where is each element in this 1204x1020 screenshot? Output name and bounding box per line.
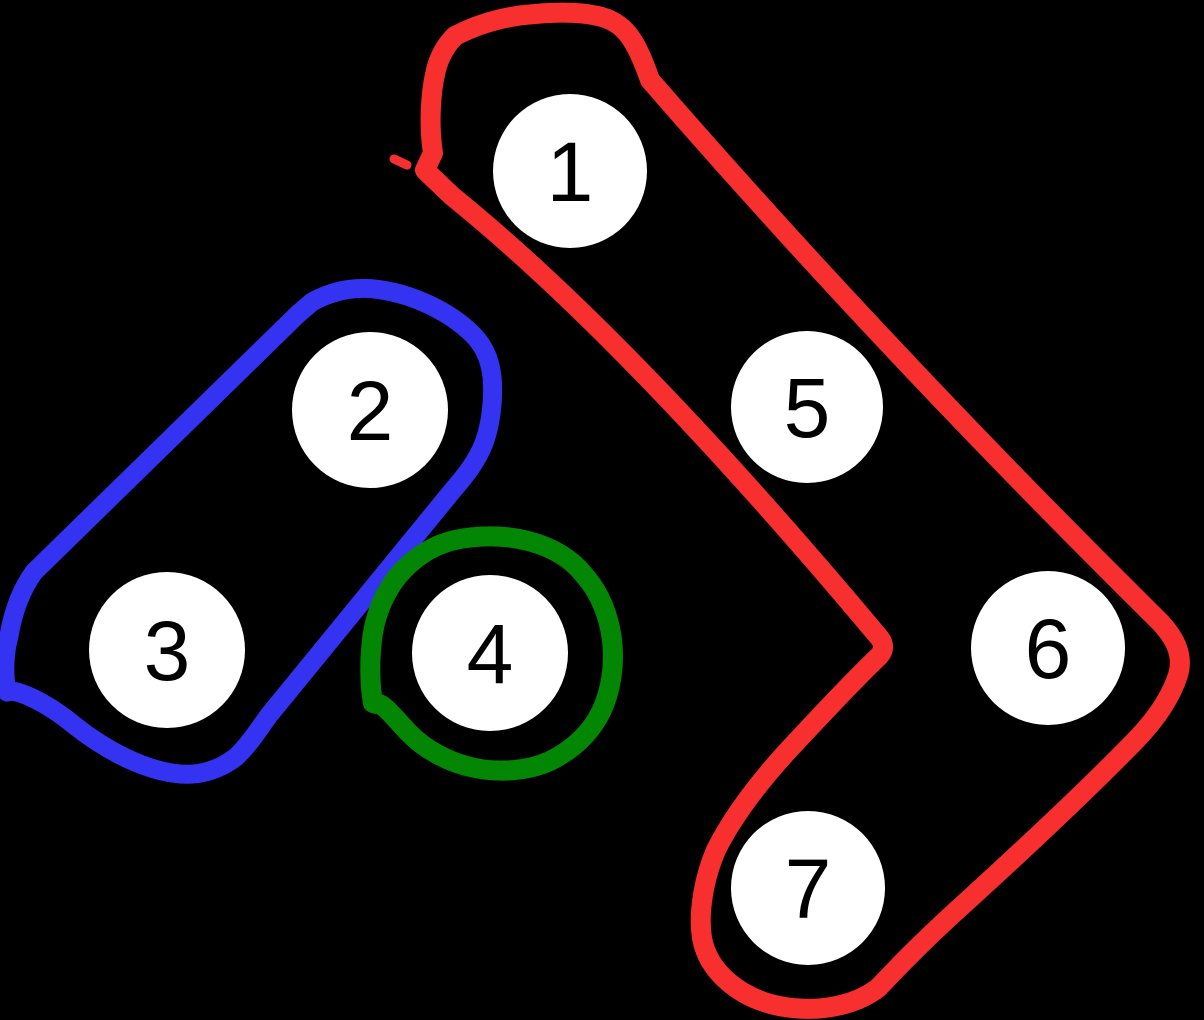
node-5-label: 5 (784, 361, 831, 455)
green-group-outline (360, 526, 623, 781)
node-2: 2 (292, 332, 448, 488)
node-2-label: 2 (347, 364, 394, 458)
node-6-label: 6 (1025, 602, 1072, 696)
node-2-circle (292, 332, 448, 488)
red-group-outline (415, 2, 1190, 1019)
node-1-circle (493, 94, 647, 248)
node-3-circle (89, 572, 245, 728)
node-1-label: 1 (547, 125, 594, 219)
node-6-circle (971, 571, 1125, 725)
node-6: 6 (971, 571, 1125, 725)
node-7-circle (731, 811, 885, 965)
node-5-circle (731, 331, 883, 483)
node-3: 3 (89, 572, 245, 728)
node-7-label: 7 (785, 842, 832, 936)
node-3-label: 3 (144, 604, 191, 698)
red-stray-mark (389, 154, 412, 170)
node-4-circle (412, 575, 568, 731)
node-4: 4 (412, 575, 568, 731)
node-1: 1 (493, 94, 647, 248)
node-5: 5 (731, 331, 883, 483)
blue-group-outline (0, 278, 503, 784)
node-7: 7 (731, 811, 885, 965)
node-4-label: 4 (467, 607, 514, 701)
